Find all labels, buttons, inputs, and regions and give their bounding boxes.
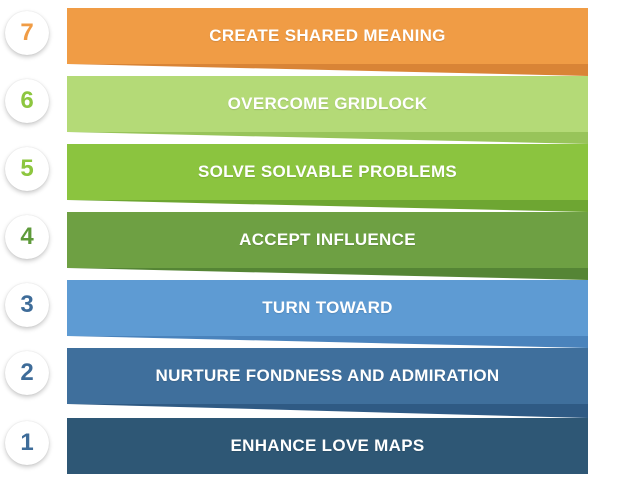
level-number: 5: [20, 155, 34, 182]
level-4: 4 ACCEPT INFLUENCE: [0, 212, 624, 270]
number-badge: 6: [5, 79, 49, 123]
level-label: TURN TOWARD: [262, 298, 393, 317]
level-3: 3 TURN TOWARD: [0, 280, 624, 338]
level-band: OVERCOME GRIDLOCK: [67, 76, 588, 132]
number-badge: 3: [5, 283, 49, 327]
level-band: ACCEPT INFLUENCE: [67, 212, 588, 268]
level-label: ENHANCE LOVE MAPS: [230, 436, 425, 455]
level-band: CREATE SHARED MEANING: [67, 8, 588, 64]
ribbon-fold: [67, 64, 588, 76]
level-number: 4: [20, 223, 34, 250]
level-6: 6 OVERCOME GRIDLOCK: [0, 76, 624, 134]
level-label: OVERCOME GRIDLOCK: [227, 94, 428, 113]
ribbon-fold: [67, 268, 588, 280]
ribbon-fold: [67, 336, 588, 348]
level-number: 3: [20, 291, 34, 318]
level-number: 6: [20, 87, 34, 114]
level-number: 7: [20, 19, 34, 46]
number-badge: 2: [5, 351, 49, 395]
level-number: 2: [20, 359, 34, 386]
level-band: SOLVE SOLVABLE PROBLEMS: [67, 144, 588, 200]
level-1: 1 ENHANCE LOVE MAPS: [0, 418, 624, 476]
number-badge: 7: [5, 11, 49, 55]
level-7: 7 CREATE SHARED MEANING: [0, 8, 624, 66]
ribbon-fold: [67, 404, 588, 418]
number-badge: 4: [5, 215, 49, 259]
level-2: 2 NURTURE FONDNESS AND ADMIRATION: [0, 348, 624, 406]
ribbon-fold: [67, 132, 588, 144]
number-badge: 5: [5, 147, 49, 191]
level-band: NURTURE FONDNESS AND ADMIRATION: [67, 348, 588, 404]
level-5: 5 SOLVE SOLVABLE PROBLEMS: [0, 144, 624, 202]
level-number: 1: [20, 429, 34, 456]
level-band: ENHANCE LOVE MAPS: [67, 418, 588, 474]
number-badge: 1: [5, 421, 49, 465]
level-band: TURN TOWARD: [67, 280, 588, 336]
level-label: ACCEPT INFLUENCE: [239, 230, 416, 249]
ribbon-fold: [67, 200, 588, 212]
level-label: SOLVE SOLVABLE PROBLEMS: [197, 162, 458, 181]
level-label: CREATE SHARED MEANING: [209, 26, 446, 45]
level-label: NURTURE FONDNESS AND ADMIRATION: [155, 366, 500, 385]
